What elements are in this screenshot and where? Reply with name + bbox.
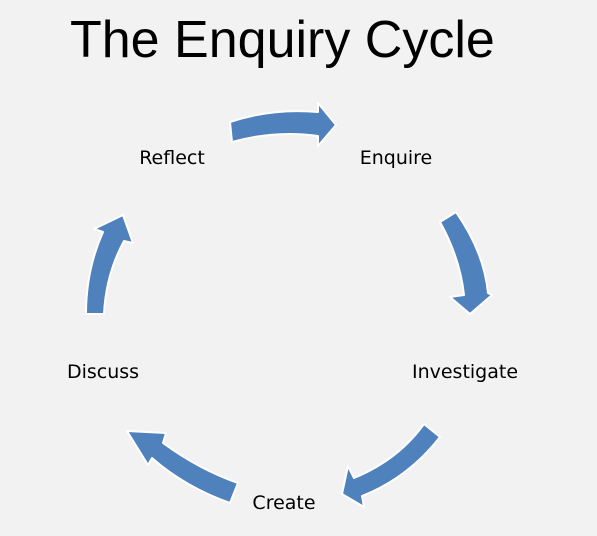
- diagram-title: The Enquiry Cycle: [70, 11, 495, 69]
- stage-label-reflect: Reflect: [139, 147, 205, 169]
- stage-label-discuss: Discuss: [67, 361, 139, 383]
- cycle-arrow-discuss-to-reflect: [85, 214, 134, 315]
- cycle-arrow-reflect-to-enquire: [229, 102, 337, 147]
- stage-label-investigate: Investigate: [412, 361, 518, 383]
- stage-label-enquire: Enquire: [360, 147, 433, 169]
- cycle-arrow-enquire-to-investigate: [439, 211, 493, 315]
- cycle-arrow-create-to-discuss: [126, 430, 239, 504]
- cycle-arrow-investigate-to-create: [341, 423, 441, 508]
- stage-label-create: Create: [252, 492, 315, 514]
